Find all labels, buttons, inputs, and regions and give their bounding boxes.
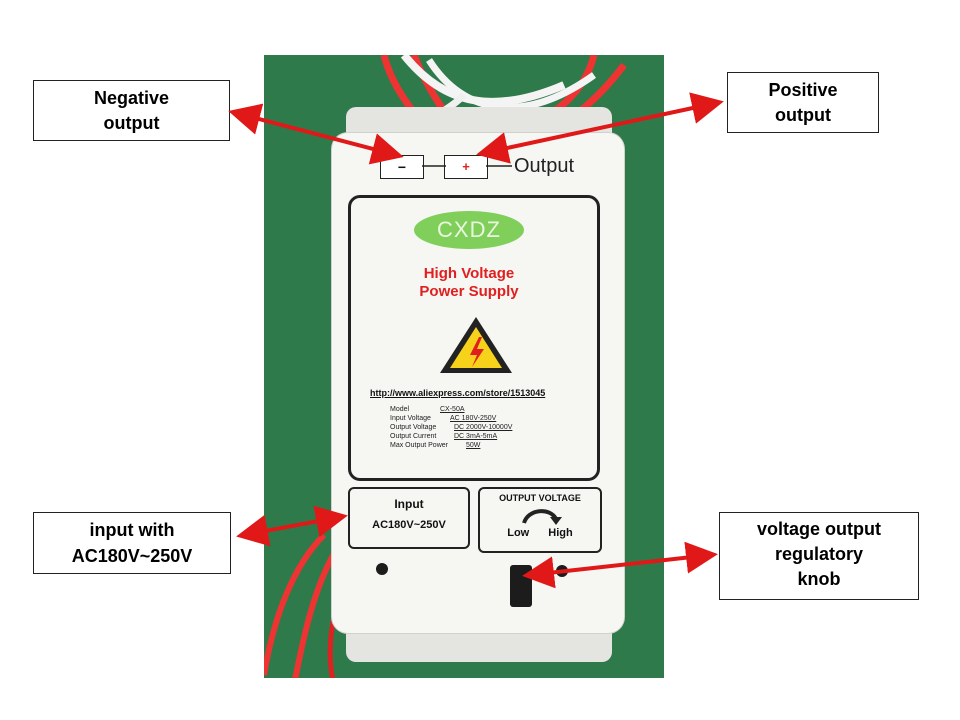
positive-terminal: + [444, 155, 488, 179]
spec-row: Output Current DC 3mA-5mA [390, 432, 580, 441]
positive-arrow [476, 92, 724, 164]
knob-arrow [522, 541, 718, 589]
positive-output-line-2: output [775, 105, 831, 125]
negative-output-line-2: output [103, 113, 160, 133]
product-title: High Voltage Power Supply [404, 265, 534, 301]
spec-row: Model CX-50A [390, 405, 580, 414]
input-panel-value: AC180V~250V [372, 519, 446, 531]
product-title-line-2: Power Supply [419, 283, 519, 300]
clockwise-arrow-icon [522, 509, 562, 525]
spec-value: DC 2000V-10000V [454, 424, 513, 431]
spec-key: Model [390, 406, 410, 413]
negative-output-label: Negative output [33, 80, 230, 141]
positive-output-line-1: Positive [768, 80, 838, 100]
input-arrow [236, 505, 348, 547]
input-panel-title: Input [394, 497, 424, 511]
input-panel: Input AC180V~250V [348, 487, 470, 549]
spec-row: Input Voltage AC 180V-250V [390, 414, 580, 423]
negative-arrow [228, 103, 404, 165]
spec-row: Output Voltage DC 2000V-10000V [390, 423, 580, 432]
knob-line-2: regulatory [774, 544, 864, 564]
high-voltage-warning-icon [440, 317, 512, 373]
low-label: Low [507, 527, 530, 539]
spec-value: DC 3mA-5mA [454, 433, 498, 440]
input-line-1: input with [89, 520, 175, 540]
spec-value: AC 180V-250V [450, 415, 497, 422]
input-label: input with AC180V~250V [33, 512, 231, 574]
store-url: http://www.aliexpress.com/store/1513045 [370, 388, 546, 398]
terminal-connector-line [422, 165, 446, 167]
positive-output-label: Positive output [727, 72, 879, 133]
knob-line-3: knob [797, 569, 841, 589]
spec-list: Model CX-50A Input Voltage AC 180V-250V Ou… [390, 405, 580, 450]
input-line-2: AC180V~250V [71, 546, 193, 566]
info-panel [348, 195, 600, 481]
mount-screw [376, 563, 388, 575]
knob-label: voltage output regulatory knob [719, 512, 919, 600]
spec-row: Max Output Power 50W [390, 441, 580, 450]
negative-output-line-1: Negative [93, 88, 170, 108]
spec-key: Output Voltage [390, 424, 437, 431]
high-label: High [548, 527, 573, 539]
knob-line-1: voltage output [757, 519, 881, 539]
terminal-connector-line-2 [486, 165, 512, 167]
spec-key: Max Output Power [390, 442, 448, 449]
spec-key: Input Voltage [390, 415, 431, 422]
spec-value: CX-50A [440, 406, 465, 413]
spec-value: 50W [466, 442, 481, 449]
spec-key: Output Current [390, 433, 437, 440]
product-title-line-1: High Voltage [423, 265, 515, 282]
brand-logo: CXDZ [414, 211, 524, 249]
output-voltage-title: OUTPUT VOLTAGE [499, 493, 581, 503]
